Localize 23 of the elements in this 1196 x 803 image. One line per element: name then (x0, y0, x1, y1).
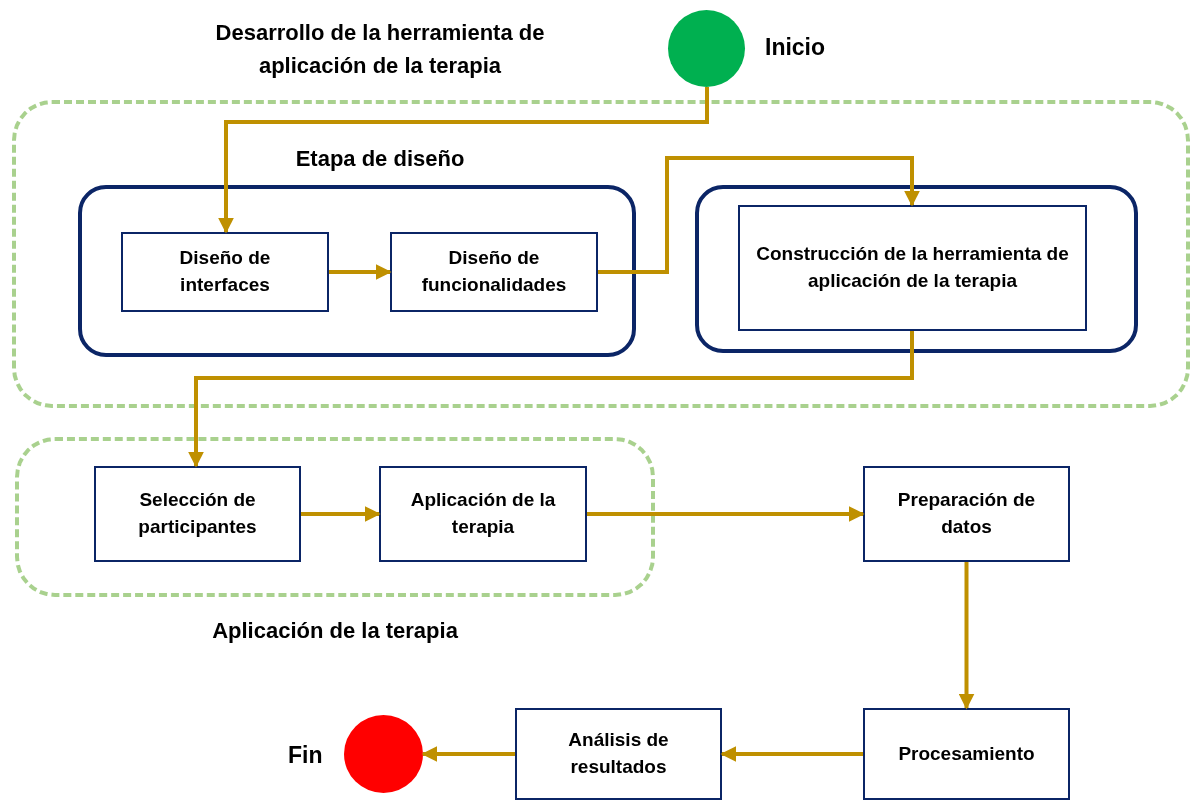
arrow (218, 87, 709, 234)
arrow (587, 506, 865, 522)
process-box: Aplicación de la terapia (379, 466, 587, 562)
rounded-group-box (695, 185, 1138, 353)
group-heading: Desarrollo de la herramienta de aplicación de la terapia (214, 19, 546, 80)
arrow (329, 264, 392, 280)
process-box: Análisis de resultados (515, 708, 722, 800)
group-heading: Aplicación de la terapia (211, 617, 459, 645)
terminal-label: Inicio (765, 34, 826, 61)
process-box: Preparación de datos (863, 466, 1070, 562)
arrow (188, 331, 914, 468)
process-box: Diseño de funcionalidades (390, 232, 598, 312)
process-box: Selección de participantes (94, 466, 301, 562)
process-box: Procesamiento (863, 708, 1070, 800)
terminal-label: Fin (288, 742, 323, 769)
arrow (598, 156, 920, 274)
arrow (958, 562, 975, 710)
arrow (301, 506, 381, 522)
group-heading: Etapa de diseño (294, 145, 466, 173)
process-box: Construcción de la herramienta de aplicación de la terapia (738, 205, 1087, 331)
arrow (421, 746, 515, 762)
arrow (720, 746, 863, 762)
process-box: Diseño de interfaces (121, 232, 329, 312)
